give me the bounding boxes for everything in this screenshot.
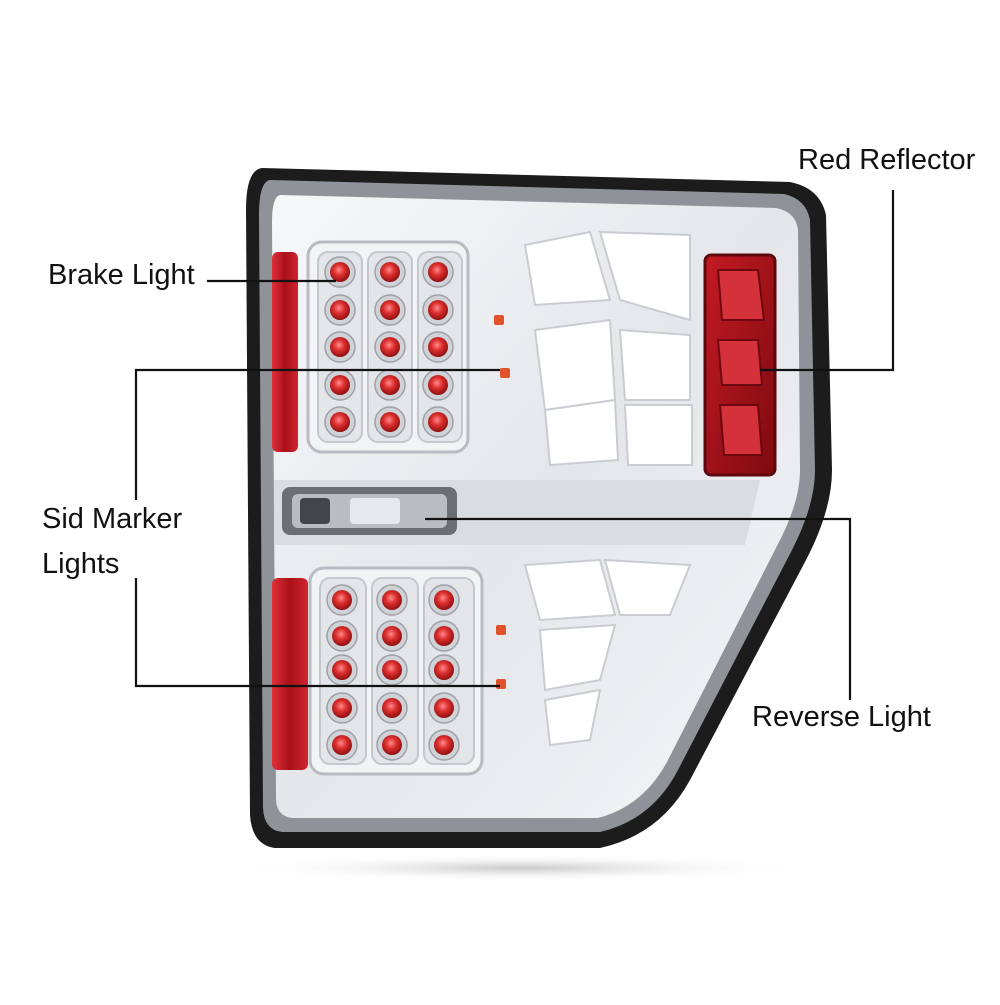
lower-led-1-1 xyxy=(332,590,352,610)
lower-led-1-3 xyxy=(332,660,352,680)
reflector-prisms xyxy=(716,269,766,456)
upper-side-marker-red xyxy=(272,252,298,452)
upper-led-3-1 xyxy=(428,262,448,282)
side-marker-lights-label: Sid Marker Lights xyxy=(42,502,182,582)
marker-dot-upper-1 xyxy=(494,315,504,325)
upper-led-3-3 xyxy=(428,337,448,357)
side-marker-leader-upper xyxy=(134,368,500,500)
side-marker-leader-lower xyxy=(134,578,500,688)
lower-led-3-5 xyxy=(434,735,454,755)
upper-led-2-5 xyxy=(380,412,400,432)
upper-led-1-3 xyxy=(330,337,350,357)
lower-led-1-5 xyxy=(332,735,352,755)
lower-side-marker-red xyxy=(272,578,308,770)
reverse-bulb-dark xyxy=(300,498,330,524)
upper-led-3-5 xyxy=(428,412,448,432)
leader-lines xyxy=(134,190,895,700)
lower-led-2-2 xyxy=(382,626,402,646)
lower-led-3-2 xyxy=(434,626,454,646)
lower-led-2-4 xyxy=(382,698,402,718)
red-reflector-leader xyxy=(760,190,895,372)
lower-led-1-2 xyxy=(332,626,352,646)
reverse-bulb-chrome xyxy=(350,498,400,524)
lower-led-3-3 xyxy=(434,660,454,680)
lower-led-3-4 xyxy=(434,698,454,718)
upper-led-3-2 xyxy=(428,300,448,320)
upper-led-2-1 xyxy=(380,262,400,282)
lower-led-2-5 xyxy=(382,735,402,755)
red-reflector-label: Red Reflector xyxy=(798,144,976,176)
marker-dot-upper-2 xyxy=(500,368,510,378)
side-marker-label-line-2: Lights xyxy=(42,547,120,580)
lower-led-2-3 xyxy=(382,660,402,680)
upper-led-2-3 xyxy=(380,337,400,357)
marker-dot-lower-2 xyxy=(496,679,506,689)
lower-led-2-1 xyxy=(382,590,402,610)
lower-led-1-4 xyxy=(332,698,352,718)
upper-led-1-1 xyxy=(330,262,350,282)
upper-led-2-2 xyxy=(380,300,400,320)
upper-led-3-4 xyxy=(428,375,448,395)
upper-led-1-4 xyxy=(330,375,350,395)
upper-led-1-5 xyxy=(330,412,350,432)
lower-chrome-fins xyxy=(523,558,692,747)
marker-dot-lower-1 xyxy=(496,625,506,635)
reverse-light-leader xyxy=(425,517,852,700)
upper-led-array xyxy=(324,256,454,438)
lower-led-3-1 xyxy=(434,590,454,610)
upper-led-1-2 xyxy=(330,300,350,320)
ground-shadow xyxy=(230,854,810,882)
lower-led-array xyxy=(326,584,460,761)
upper-led-2-4 xyxy=(380,375,400,395)
upper-chrome-fins xyxy=(523,230,693,467)
side-marker-label-line-1: Sid Marker xyxy=(42,503,183,535)
reverse-light-label: Reverse Light xyxy=(752,701,931,733)
brake-light-label: Brake Light xyxy=(48,259,195,291)
